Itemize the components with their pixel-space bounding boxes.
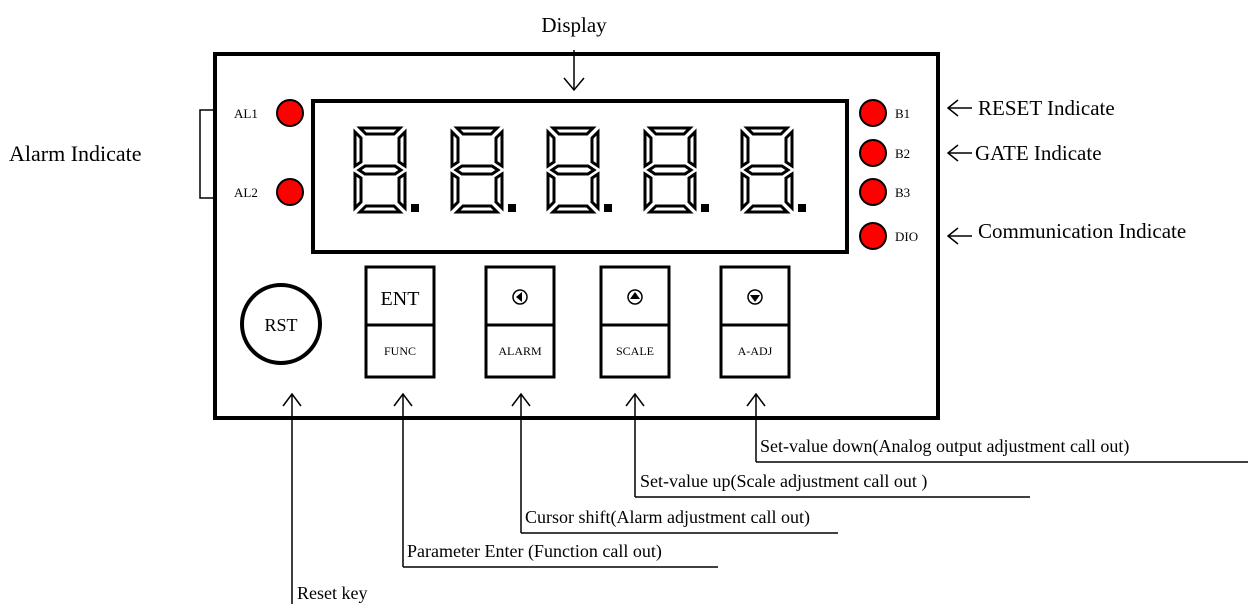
reset-key-leader (282, 392, 302, 604)
ent-key-leader (393, 392, 718, 568)
cursor-alarm-key[interactable]: ALARM (484, 265, 556, 379)
parameter-enter-label: Parameter Enter (Function call out) (407, 541, 662, 562)
ent-func-key-body[interactable] (364, 265, 436, 379)
alarm-bracket (199, 109, 216, 199)
b2-label: B2 (895, 146, 910, 161)
communication-indicate-label: Communication Indicate (978, 219, 1186, 243)
gate-indicate-label: GATE Indicate (975, 141, 1102, 165)
cursor-shift-label: Cursor shift(Alarm adjustment call out) (525, 507, 810, 528)
al1-led (276, 99, 304, 127)
cursor-alarm-key-body[interactable] (484, 265, 556, 379)
setvalue-down-label: Set-value down(Analog output adjustment … (760, 436, 1129, 457)
left-arrow-icon (512, 289, 528, 305)
down-aadj-key-body[interactable] (719, 265, 791, 379)
rst-key-label: RST (264, 315, 297, 335)
al2-label: AL2 (234, 185, 258, 200)
down-key-leader (746, 392, 1248, 463)
reset-indicate-arrow (946, 99, 972, 117)
aadj-key-label: A-ADJ (738, 344, 773, 358)
ent-key-label: ENT (381, 288, 420, 310)
alarm-indicate-label: Alarm Indicate (9, 141, 142, 166)
func-key-label: FUNC (384, 344, 416, 358)
al2-led (276, 178, 304, 206)
rst-key-body[interactable] (240, 283, 322, 365)
b1-label: B1 (895, 106, 910, 121)
alarm-key-label: ALARM (498, 344, 542, 358)
up-key-leader (625, 392, 1030, 498)
communication-indicate-arrow (946, 227, 972, 245)
dio-led (859, 222, 887, 250)
ent-func-key[interactable]: ENT FUNC (364, 265, 436, 379)
down-arrow-icon (747, 289, 763, 305)
display-window (311, 99, 849, 254)
b3-led (859, 178, 887, 206)
rst-key[interactable]: RST (240, 283, 322, 365)
gate-indicate-arrow (946, 144, 972, 162)
reset-indicate-label: RESET Indicate (978, 96, 1115, 120)
up-scale-key-body[interactable] (599, 265, 671, 379)
setvalue-up-label: Set-value up(Scale adjustment call out ) (640, 471, 927, 492)
up-arrow-icon (627, 289, 643, 305)
al1-label: AL1 (234, 106, 258, 121)
dio-label: DIO (895, 229, 918, 244)
b1-led (859, 99, 887, 127)
reset-key-label: Reset key (297, 583, 367, 603)
display-arrow (563, 50, 585, 92)
up-scale-key[interactable]: SCALE (599, 265, 671, 379)
b3-label: B3 (895, 185, 910, 200)
b2-led (859, 139, 887, 167)
display-label: Display (541, 13, 607, 37)
scale-key-label: SCALE (616, 344, 654, 358)
cursor-key-leader (511, 392, 838, 534)
down-aadj-key[interactable]: A-ADJ (719, 265, 791, 379)
